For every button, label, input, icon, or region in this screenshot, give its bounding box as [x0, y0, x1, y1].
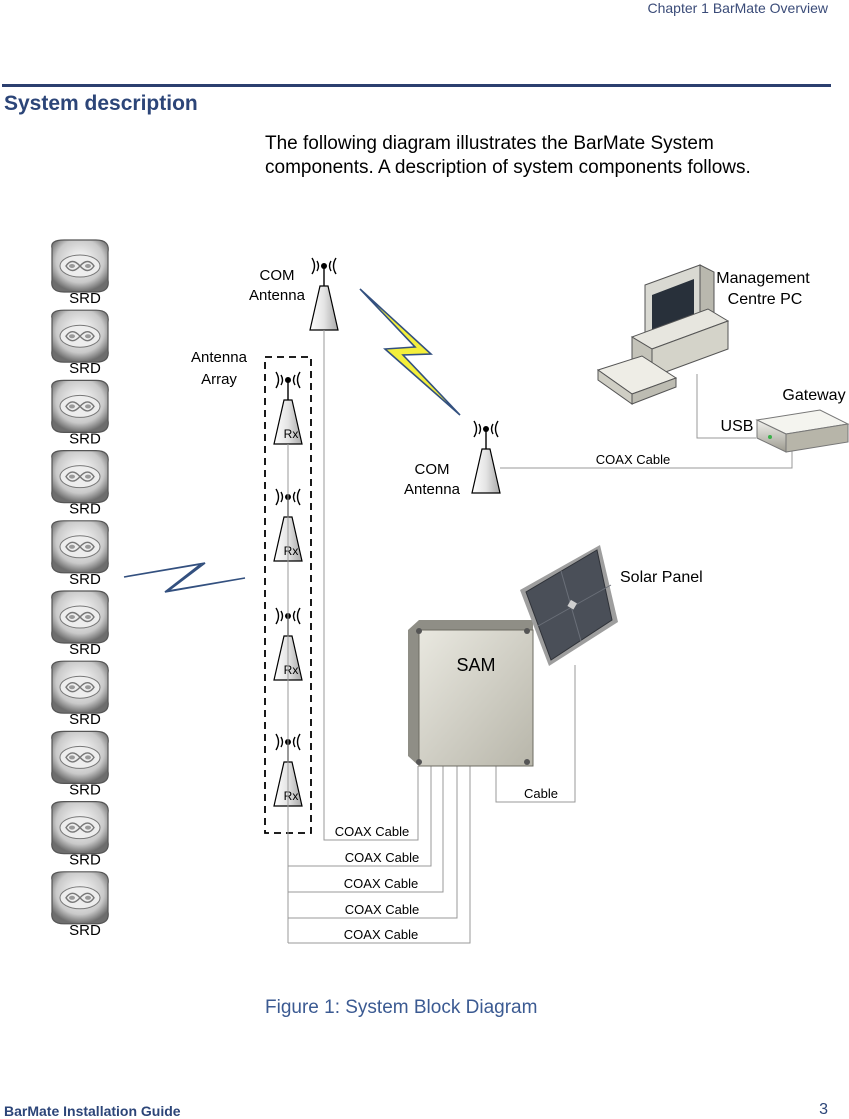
srd-device: SRD: [51, 590, 109, 658]
sam-label: SAM: [456, 655, 495, 675]
gateway-icon: [755, 409, 849, 453]
srd-device: SRD: [51, 660, 109, 728]
coax-label-gateway: COAX Cable: [596, 452, 670, 467]
chapter-header: Chapter 1 BarMate Overview: [647, 0, 828, 16]
rx-label: Rx: [284, 789, 299, 803]
srd-device: SRD: [51, 449, 109, 518]
rx-label: Rx: [284, 663, 299, 677]
srd-device: SRD: [51, 730, 109, 798]
coax-label-1: COAX Cable: [335, 824, 409, 839]
section-title: System description: [4, 92, 198, 115]
coax-label-2: COAX Cable: [345, 850, 419, 865]
solar-panel-label: Solar Panel: [620, 569, 703, 586]
lightning-bolt-srd: [123, 562, 246, 593]
srd-label: SRD: [69, 571, 101, 588]
rx-label: Rx: [284, 544, 299, 558]
footer-guide-title: BarMate Installation Guide: [4, 1103, 181, 1119]
srd-label: SRD: [69, 711, 101, 728]
srd-label: SRD: [69, 922, 101, 939]
intro-paragraph: The following diagram illustrates the Ba…: [265, 133, 751, 178]
srd-device: SRD: [51, 871, 109, 939]
rx-label: Rx: [284, 427, 299, 441]
srd-device: SRD: [51, 309, 109, 377]
footer-page-number: 3: [819, 1101, 828, 1118]
srd-label: SRD: [69, 501, 101, 518]
srd-device: SRD: [51, 520, 109, 588]
gateway-label: Gateway: [782, 387, 845, 404]
srd-label: SRD: [69, 430, 101, 447]
solar-panel-icon: [520, 545, 618, 666]
srd-device: SRD: [51, 379, 109, 447]
srd-label: SRD: [69, 781, 101, 798]
pc-label-1: Management: [716, 270, 810, 287]
com-antenna-top-label-2: Antenna: [249, 287, 306, 304]
srd-label: SRD: [69, 360, 101, 377]
management-pc-icon: [596, 264, 730, 405]
figure-caption: Figure 1: System Block Diagram: [265, 997, 538, 1018]
com-antenna-top: [309, 257, 339, 331]
pc-label-2: Centre PC: [728, 291, 803, 308]
srd-label: SRD: [69, 290, 101, 307]
rx-antennas: Rx Rx Rx Rx: [273, 371, 303, 807]
usb-label: USB: [721, 418, 754, 435]
com-antenna-gateway-label-1: COM: [415, 461, 450, 478]
srd-devices: SRD SRD SRD SRD SRD SRD SRD SRD SRD SRD: [51, 239, 109, 939]
srd-label: SRD: [69, 641, 101, 658]
cable-label: Cable: [524, 786, 558, 801]
system-block-diagram: SRD SRD SRD SRD SRD SRD SRD SRD SRD SRD Antenna A…: [51, 239, 849, 944]
coax-label-4: COAX Cable: [345, 902, 419, 917]
antenna-array-label-2: Array: [201, 371, 237, 388]
lightning-bolt-com: [359, 288, 461, 416]
sam-enclosure: SAM: [408, 620, 534, 767]
srd-device: SRD: [51, 239, 109, 307]
com-antenna-gateway-label-2: Antenna: [404, 481, 461, 498]
header-rule: [2, 84, 831, 87]
srd-label: SRD: [69, 852, 101, 869]
coax-label-5: COAX Cable: [344, 927, 418, 942]
antenna-array-label-1: Antenna: [191, 349, 248, 366]
com-antenna-gateway: [471, 420, 501, 494]
com-antenna-top-label-1: COM: [260, 267, 295, 284]
srd-device: SRD: [51, 800, 109, 869]
coax-label-3: COAX Cable: [344, 876, 418, 891]
